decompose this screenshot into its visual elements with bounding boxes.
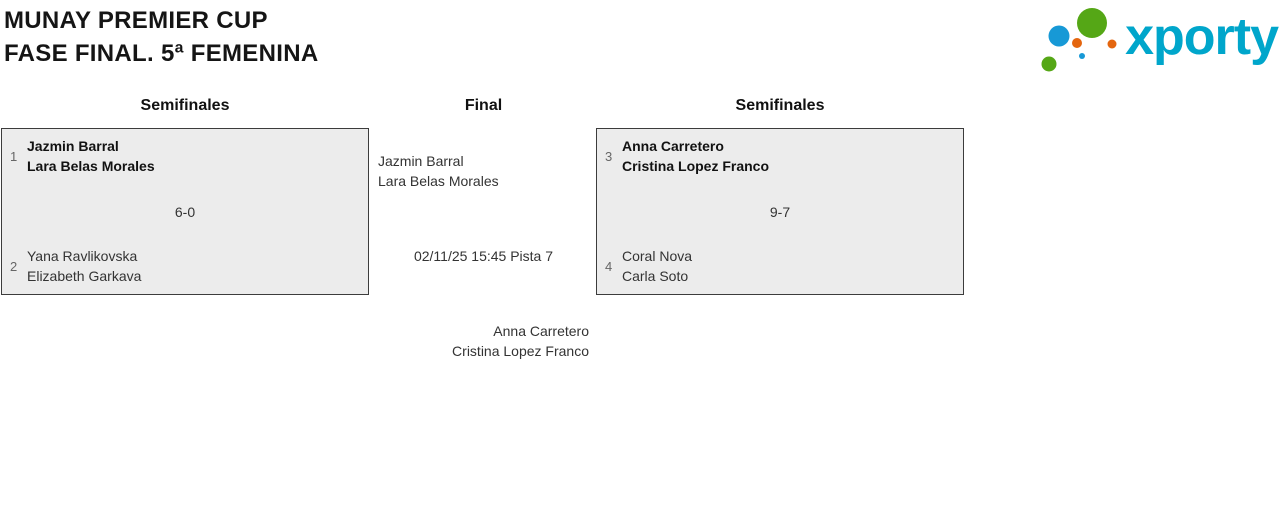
team-row: 2 Yana Ravlikovska Elizabeth Garkava (2, 247, 368, 286)
team-row: 3 Anna Carretero Cristina Lopez Franco (597, 137, 963, 176)
seed-number: 1 (10, 149, 18, 164)
tournament-phase: FASE FINAL. 5ª FEMENINA (4, 40, 319, 67)
player-name: Yana Ravlikovska (27, 248, 138, 264)
team-players: Jazmin Barral Lara Belas Morales (27, 137, 155, 176)
team-players: Yana Ravlikovska Elizabeth Garkava (27, 247, 141, 286)
round-header-final: Final (464, 97, 503, 114)
seed-number: 2 (10, 259, 18, 274)
player-name: Jazmin Barral (27, 138, 119, 154)
final-team-top: Jazmin Barral Lara Belas Morales (378, 152, 499, 191)
tournament-title: MUNAY PREMIER CUP FASE FINAL. 5ª FEMENIN… (4, 4, 318, 70)
player-name: Cristina Lopez Franco (622, 157, 770, 174)
player-name: Anna Carretero (622, 138, 724, 154)
seed-number: 3 (605, 149, 613, 164)
column-semifinal-left: Semifinales 1 Jazmin Barral Lara Belas M… (1, 96, 369, 396)
match-semifinal-right: 3 Anna Carretero Cristina Lopez Franco 9… (596, 128, 964, 295)
player-name: Carla Soto (622, 267, 689, 284)
match-semifinal-left: 1 Jazmin Barral Lara Belas Morales 6-0 2… (1, 128, 369, 295)
team-row: 4 Coral Nova Carla Soto (597, 247, 963, 286)
round-header-semifinal-left: Semifinales (140, 97, 230, 114)
player-name: Cristina Lopez Franco (452, 342, 589, 359)
team-players: Coral Nova Carla Soto (622, 247, 692, 286)
player-name: Lara Belas Morales (27, 157, 155, 174)
player-name: Coral Nova (622, 248, 693, 264)
player-name: Anna Carretero (493, 323, 589, 339)
match-score: 6-0 (174, 203, 196, 220)
round-header-semifinal-right: Semifinales (735, 97, 825, 114)
player-name: Jazmin Barral (378, 153, 464, 169)
match-score: 9-7 (769, 203, 791, 220)
team-row: 1 Jazmin Barral Lara Belas Morales (2, 137, 368, 176)
final-schedule: 02/11/25 15:45 Pista 7 (413, 248, 554, 264)
team-players: Anna Carretero Cristina Lopez Franco (622, 137, 769, 176)
seed-number: 4 (605, 259, 613, 274)
final-team-bottom: Anna Carretero Cristina Lopez Franco (452, 322, 589, 361)
column-final: Final Jazmin Barral Lara Belas Morales 0… (378, 96, 589, 396)
player-name: Lara Belas Morales (378, 172, 499, 189)
xporty-logo-text: xporty (1125, 8, 1279, 66)
xporty-dots-icon (1041, 8, 1117, 72)
xporty-logo[interactable]: xporty (1040, 0, 1279, 78)
player-name: Elizabeth Garkava (27, 267, 142, 284)
tournament-name: MUNAY PREMIER CUP (4, 7, 268, 34)
column-semifinal-right: Semifinales 3 Anna Carretero Cristina Lo… (596, 96, 964, 396)
